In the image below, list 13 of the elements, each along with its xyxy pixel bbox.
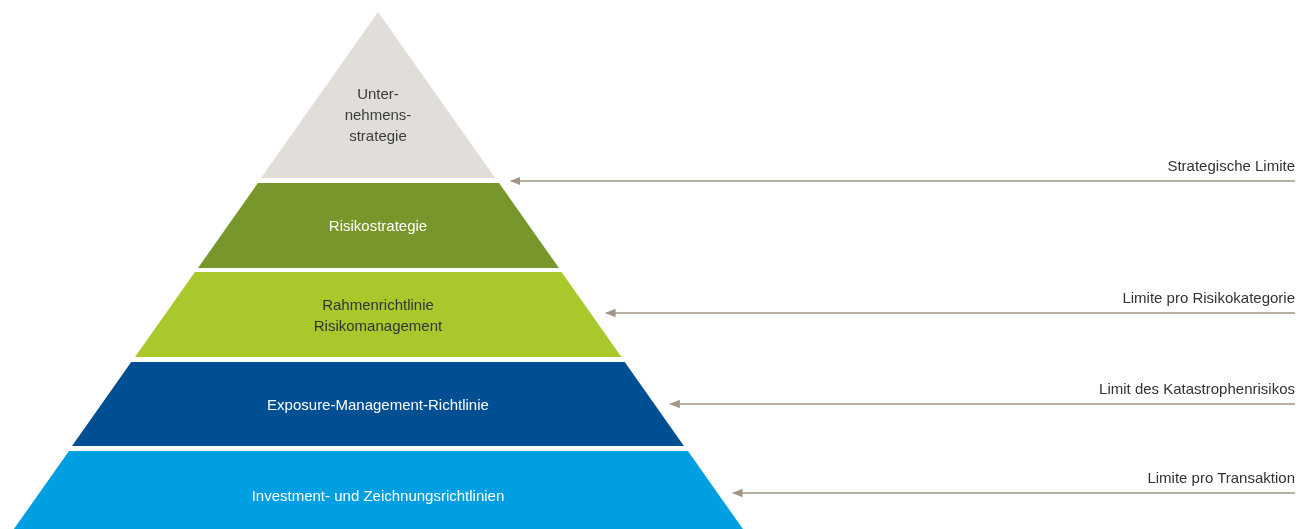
tier-label: Rahmenrichtlinie Risikomanagement [312, 294, 444, 336]
limit-label: Limit des Katastrophenrisikos [1099, 380, 1295, 404]
limit-label: Limite pro Transaktion [1147, 469, 1295, 493]
tier-label: Investment- und Zeichnungsrichtlinien [251, 486, 505, 506]
limit-label: Strategische Limite [1167, 157, 1295, 181]
arrow [732, 488, 1296, 498]
arrow [510, 176, 1296, 186]
limit-label: Limite pro Risikokategorie [1122, 289, 1295, 313]
tier-label: Risikostrategie [328, 216, 428, 236]
tier-label: Exposure-Management-Richtlinie [267, 394, 489, 415]
arrow [669, 399, 1296, 409]
arrow [605, 308, 1296, 318]
tier-label: Unter- nehmens- strategie [343, 84, 413, 146]
